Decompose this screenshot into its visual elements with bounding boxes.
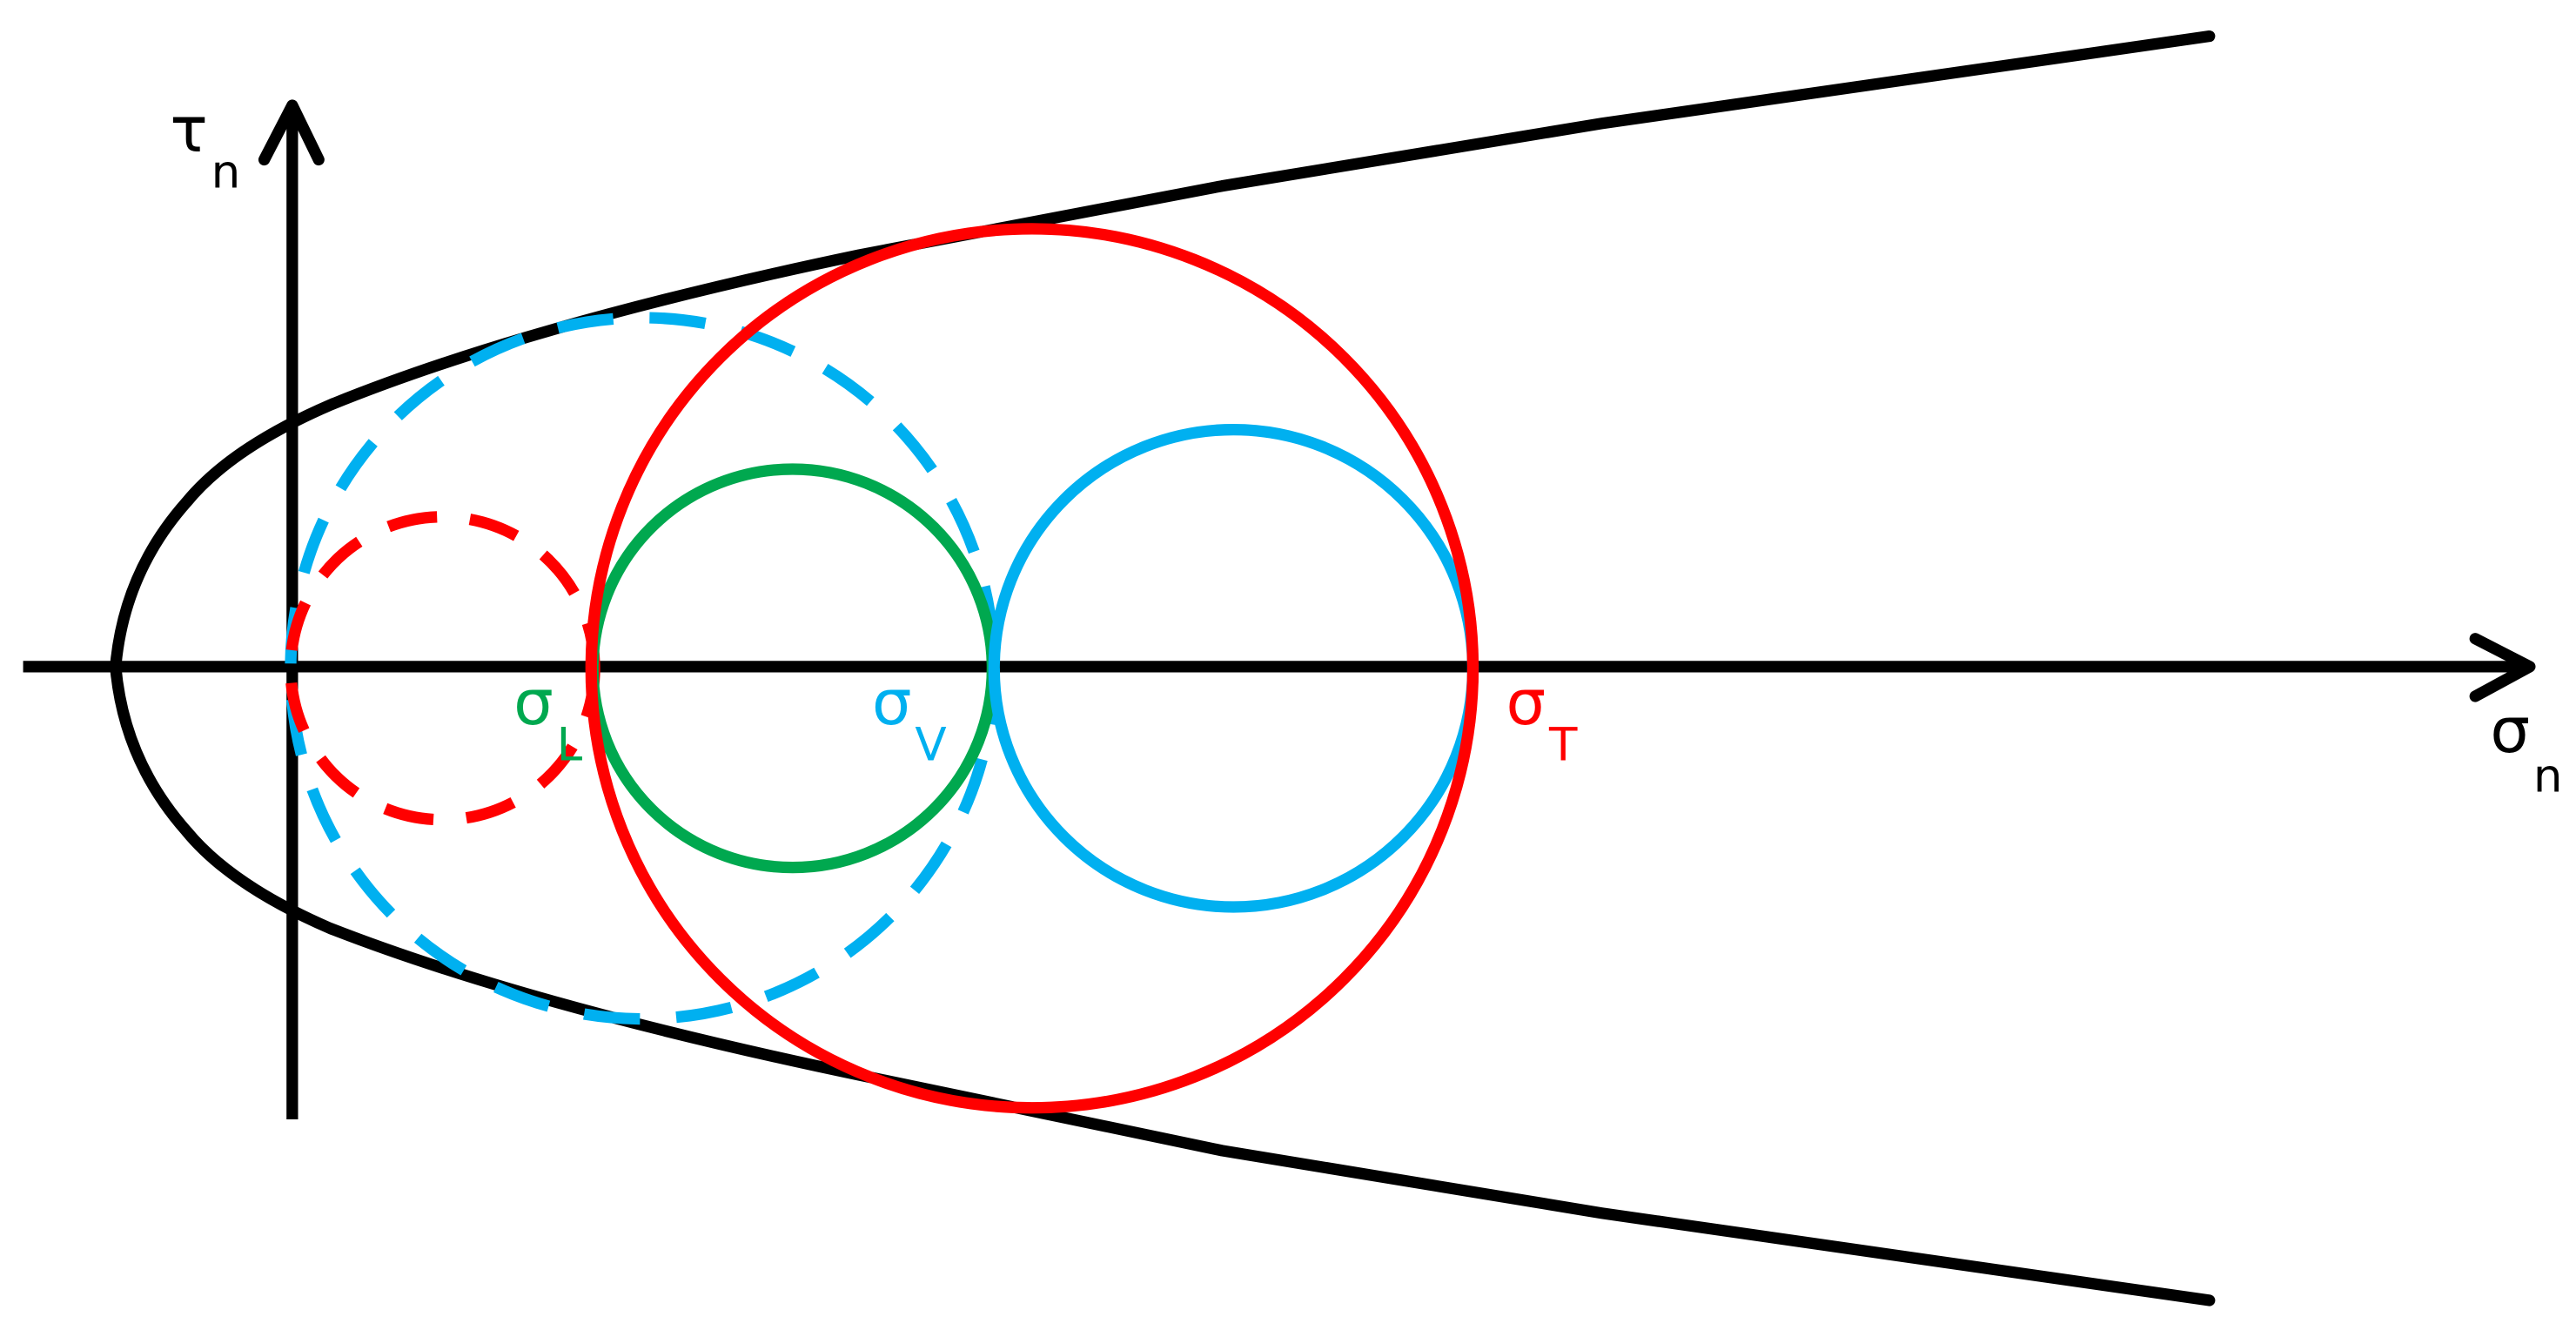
large-red-circle xyxy=(585,223,1479,1114)
sigma-v-label: σV xyxy=(872,666,947,771)
sigma-l-label: σL xyxy=(513,666,583,771)
tau-axis-label: τn xyxy=(170,93,240,198)
sigma-t-label: σT xyxy=(1506,666,1578,771)
sigma-axis-label: σn xyxy=(2490,694,2562,803)
sigma-axis-arrowhead xyxy=(2469,633,2536,702)
tau-axis-arrowhead xyxy=(258,99,325,166)
